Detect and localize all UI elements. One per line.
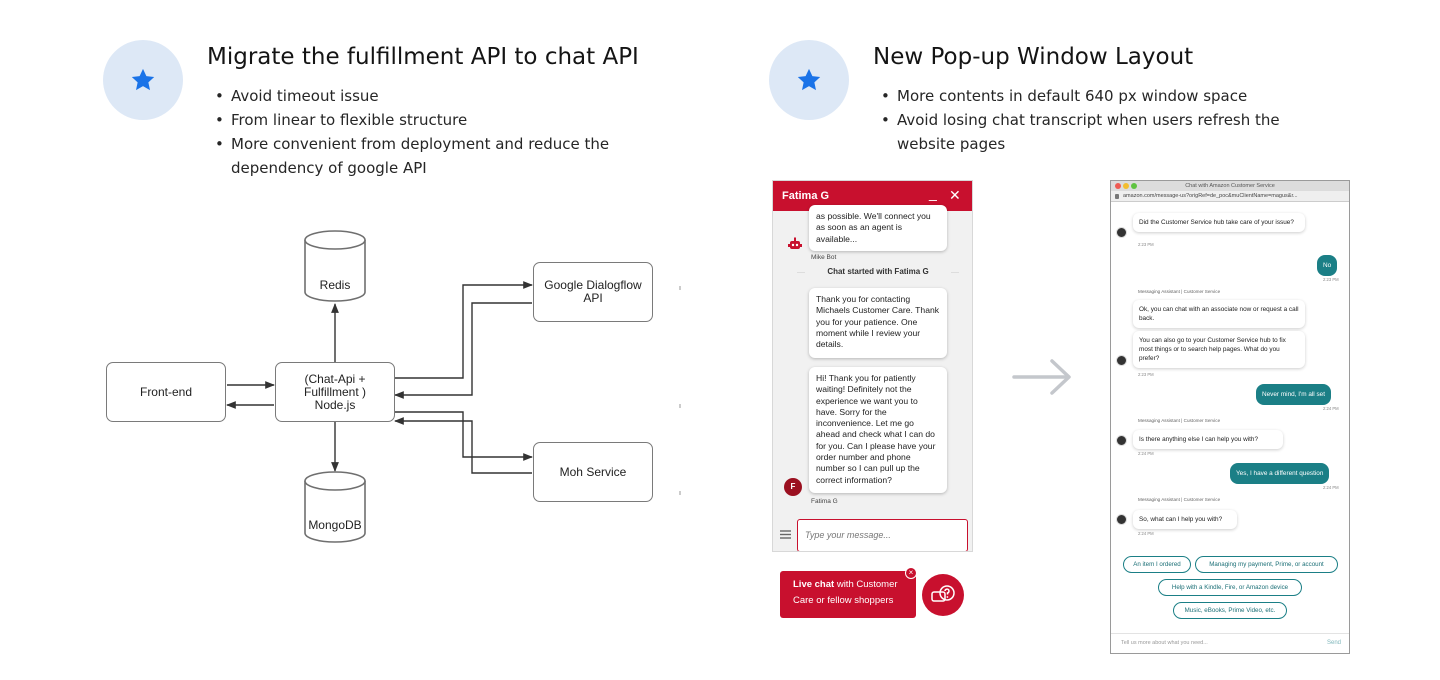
architecture-diagram: Redis MongoDB Front-end (Chat-Api + Fulf… (100, 225, 690, 555)
assistant-avatar (1116, 227, 1127, 238)
agent-message: Hi! Thank you for patiently waiting! Def… (809, 367, 947, 493)
bullet-item: Avoid timeout issue (215, 84, 615, 108)
composer-bar: Tell us more about what you need... Send (1111, 633, 1349, 653)
assistant-label: Messaging Assistant | Customer Service (1138, 497, 1221, 502)
dialogflow-node: Google Dialogflow API (533, 262, 653, 322)
bullet-item: Avoid losing chat transcript when users … (881, 108, 1291, 156)
star-icon (797, 68, 821, 91)
promo-text: with Customer (834, 579, 898, 590)
composer-input[interactable]: Tell us more about what you need... (1121, 640, 1208, 646)
lock-icon (1115, 194, 1119, 199)
diagram-connectors (226, 230, 681, 543)
star-badge-right (769, 40, 849, 120)
section-title-popup-layout: New Pop-up Window Layout (873, 44, 1194, 70)
moh-service-node: Moh Service (533, 442, 653, 502)
assistant-message: So, what can I help you with? (1133, 510, 1237, 529)
robot-icon (788, 237, 802, 249)
assistant-avatar (1116, 514, 1127, 525)
close-icon[interactable]: ✕ (949, 187, 961, 203)
right-arrow-icon (1012, 359, 1071, 395)
quick-reply-chip[interactable]: Managing my payment, Prime, or account (1195, 556, 1338, 573)
chat-launcher-button[interactable] (922, 574, 964, 616)
promo-close-icon[interactable]: × (905, 567, 917, 579)
agent-avatar: F (784, 478, 802, 496)
live-chat-promo[interactable]: Live chat with Customer Care or fellow s… (780, 571, 916, 618)
assistant-message: Did the Customer Service hub take care o… (1133, 213, 1305, 232)
assistant-avatar (1116, 355, 1127, 366)
assistant-label: Messaging Assistant | Customer Service (1138, 418, 1221, 423)
bot-message: as possible. We'll connect you as soon a… (809, 205, 947, 251)
star-icon (131, 68, 155, 91)
bullet-item: From linear to flexible structure (215, 108, 615, 132)
message-time: 2:24 PM (1323, 485, 1339, 490)
promo-text-line2: Care or fellow shoppers (793, 595, 894, 606)
send-button[interactable]: Send (1326, 640, 1341, 646)
message-input[interactable]: Type your message... (797, 519, 968, 551)
chat-api-node: (Chat-Api + Fulfillment ) Node.js (275, 362, 395, 422)
assistant-message: Ok, you can chat with an associate now o… (1133, 300, 1305, 328)
popup-bullet-list: More contents in default 640 px window s… (881, 84, 1291, 156)
menu-icon[interactable] (779, 528, 792, 541)
quick-reply-chip[interactable]: Help with a Kindle, Fire, or Amazon devi… (1158, 579, 1302, 596)
system-message: Chat started with Fatima G (805, 267, 951, 276)
window-title: Chat with Amazon Customer Service (1185, 183, 1275, 189)
chat-scroll-mark (972, 421, 973, 461)
assistant-avatar (1116, 435, 1127, 446)
minimize-window-dot[interactable] (1123, 183, 1129, 189)
window-title-bar: Chat with Amazon Customer Service (1111, 181, 1349, 191)
mongodb-node: MongoDB (308, 517, 362, 532)
message-time: 2:23 PM (1138, 372, 1154, 377)
bot-name-label: Mike Bot (811, 254, 837, 261)
message-time: 2:23 PM (1323, 277, 1339, 282)
agent-name: Fatima G (782, 190, 830, 202)
message-time: 2:24 PM (1138, 451, 1154, 456)
agent-message: Thank you for contacting Michaels Custom… (809, 288, 947, 358)
assistant-message: Is there anything else I can help you wi… (1133, 430, 1283, 449)
user-message: No (1317, 255, 1338, 276)
url-bar[interactable]: amazon.com/message-us?origRef=de_poc&muC… (1111, 191, 1349, 202)
bullet-item: More convenient from deployment and redu… (215, 132, 615, 180)
assistant-message: You can also go to your Customer Service… (1133, 331, 1305, 368)
quick-reply-chip[interactable]: An item I ordered (1123, 556, 1191, 573)
bullet-item: More contents in default 640 px window s… (881, 84, 1291, 108)
message-time: 2:24 PM (1138, 531, 1154, 536)
redis-node: Redis (319, 277, 351, 292)
new-popup-window: Chat with Amazon Customer Service amazon… (1110, 180, 1350, 654)
section-title-migrate: Migrate the fulfillment API to chat API (207, 44, 639, 70)
assistant-label: Messaging Assistant | Customer Service (1138, 289, 1221, 294)
zoom-window-dot[interactable] (1131, 183, 1137, 189)
star-badge-left (103, 40, 183, 120)
message-time: 2:24 PM (1323, 406, 1339, 411)
agent-name-label: Fatima G (811, 498, 838, 505)
url-text: amazon.com/message-us?origRef=de_poc&muC… (1123, 193, 1298, 199)
message-time: 2:23 PM (1138, 242, 1154, 247)
user-message: Yes, I have a different question (1230, 463, 1330, 484)
quick-reply-chip[interactable]: Music, eBooks, Prime Video, etc. (1173, 602, 1287, 619)
user-message: Never mind, I'm all set (1256, 384, 1332, 405)
promo-bold: Live chat (793, 579, 835, 590)
old-chat-widget: Fatima G _ ✕ as possible. We'll connect … (772, 180, 973, 552)
migrate-bullet-list: Avoid timeout issue From linear to flexi… (215, 84, 615, 180)
chat-bubble-icon (931, 585, 955, 602)
frontend-node: Front-end (106, 362, 226, 422)
close-window-dot[interactable] (1115, 183, 1121, 189)
minimize-icon[interactable]: _ (929, 185, 937, 201)
